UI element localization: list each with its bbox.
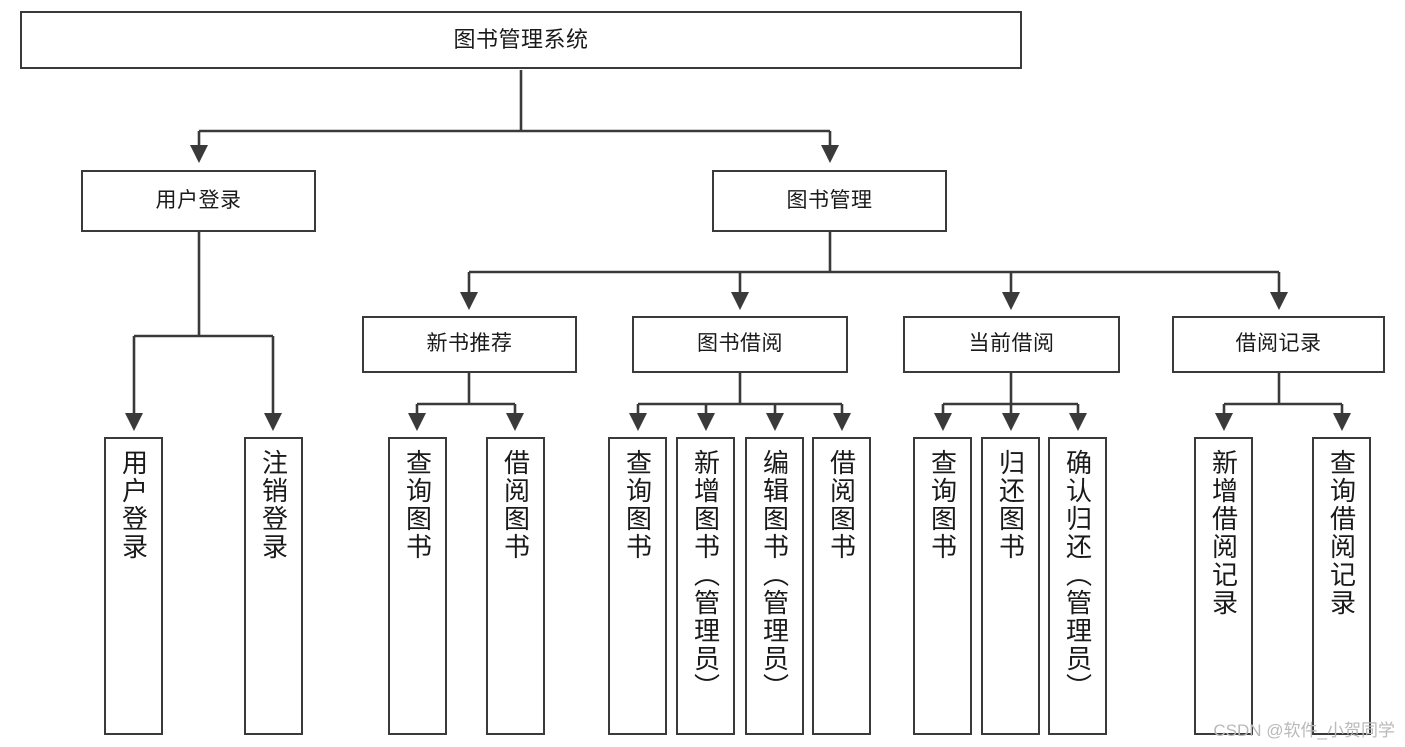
leaf-logout[interactable]: 注销登录	[244, 437, 303, 735]
node-label: 查询图书	[402, 449, 433, 561]
node-label: 查询图书	[927, 449, 958, 561]
leaf-borrow-book-recommend[interactable]: 借阅图书	[486, 437, 545, 735]
node-label: 图书管理	[786, 188, 873, 212]
leaf-add-book-admin[interactable]: 新增图书（管理员）	[676, 437, 735, 735]
leaf-borrow-book[interactable]: 借阅图书	[812, 437, 871, 735]
leaf-user-login[interactable]: 用户登录	[104, 437, 163, 735]
leaf-query-book-recommend[interactable]: 查询图书	[388, 437, 447, 735]
node-label: 当前借阅	[968, 332, 1055, 356]
csdn-watermark: CSDN @软件_小贺同学	[1213, 721, 1395, 740]
node-label: 图书借阅	[697, 332, 783, 356]
node-root-book-management-system[interactable]: 图书管理系统	[20, 11, 1022, 69]
node-label: 确认归还（管理员）	[1062, 449, 1093, 701]
node-label: 注销登录	[258, 449, 289, 561]
node-label: 借阅图书	[500, 449, 531, 561]
node-label: 新书推荐	[426, 332, 513, 356]
node-user-login[interactable]: 用户登录	[81, 170, 316, 232]
node-borrow-record[interactable]: 借阅记录	[1172, 316, 1385, 373]
node-label: 用户登录	[155, 188, 242, 212]
node-new-book-recommend[interactable]: 新书推荐	[362, 316, 577, 373]
leaf-query-book-current[interactable]: 查询图书	[913, 437, 972, 735]
node-label: 用户登录	[118, 449, 149, 561]
node-book-management[interactable]: 图书管理	[712, 170, 947, 232]
leaf-query-borrow-record[interactable]: 查询借阅记录	[1312, 437, 1371, 735]
node-label: 图书管理系统	[453, 27, 589, 53]
node-book-borrow[interactable]: 图书借阅	[632, 316, 848, 373]
leaf-confirm-return-admin[interactable]: 确认归还（管理员）	[1048, 437, 1107, 735]
leaf-query-book-borrow[interactable]: 查询图书	[608, 437, 667, 735]
leaf-edit-book-admin[interactable]: 编辑图书（管理员）	[745, 437, 804, 735]
node-current-borrow[interactable]: 当前借阅	[903, 316, 1120, 373]
leaf-return-book[interactable]: 归还图书	[981, 437, 1040, 735]
node-label: 查询图书	[622, 449, 653, 561]
node-label: 归还图书	[995, 449, 1026, 561]
node-label: 借阅图书	[826, 449, 857, 561]
node-label: 新增借阅记录	[1208, 449, 1239, 617]
node-label: 新增图书（管理员）	[690, 449, 721, 701]
node-label: 编辑图书（管理员）	[759, 449, 790, 701]
leaf-add-borrow-record[interactable]: 新增借阅记录	[1194, 437, 1253, 735]
node-label: 查询借阅记录	[1326, 449, 1357, 617]
node-label: 借阅记录	[1235, 332, 1322, 356]
